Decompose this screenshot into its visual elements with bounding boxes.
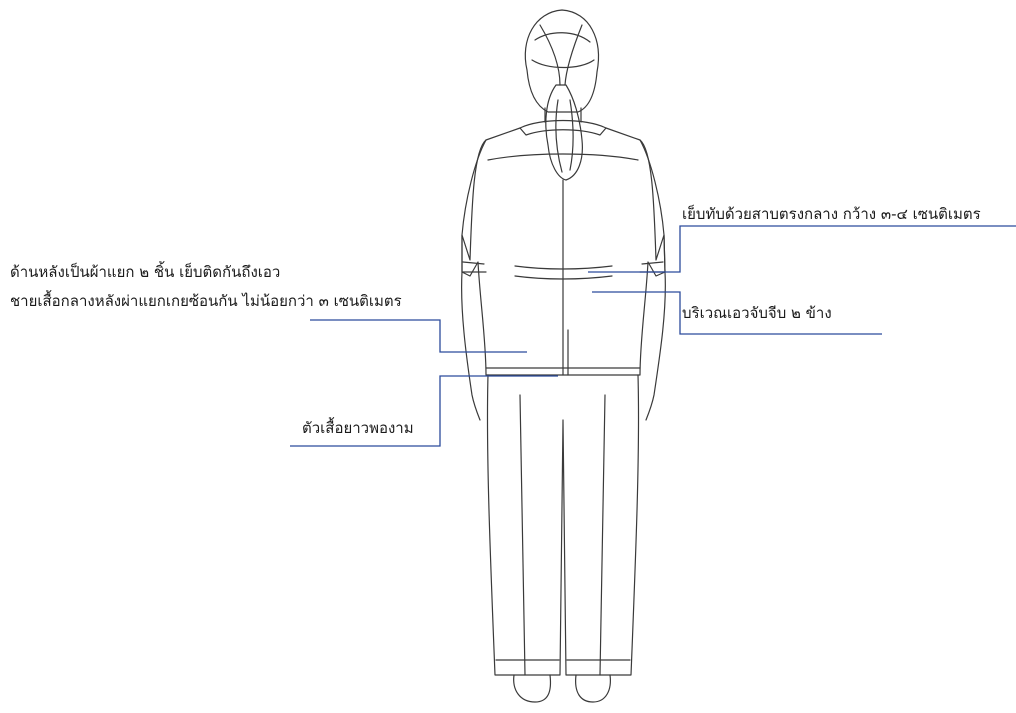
- leader-shirt-length: [290, 375, 558, 447]
- left-sleeve: [461, 139, 487, 273]
- annotation-back-panels-line1: ด้านหลังเป็นผ้าแยก ๒ ชิ้น เย็บติดกันถึงเ…: [10, 263, 281, 281]
- left-shoe: [513, 674, 552, 703]
- annotation-back-panels-line2: ชายเสื้อกลางหลังผ่าแยกเกยซ้อนกัน ไม่น้อย…: [10, 292, 402, 310]
- leader-back-panels: [310, 319, 527, 353]
- ponytail-strands: [555, 99, 574, 173]
- neck: [544, 107, 582, 123]
- center-seam: [562, 179, 569, 376]
- head: [524, 9, 599, 113]
- leader-lines: [290, 225, 1016, 447]
- right-arm: [645, 271, 666, 421]
- back-yoke: [487, 153, 639, 161]
- trousers: [486, 374, 640, 676]
- left-arm: [461, 271, 481, 421]
- right-shoe: [575, 674, 611, 703]
- leader-center-seam: [588, 225, 1016, 273]
- sleeve-hems: [462, 261, 664, 265]
- trouser-creases: [519, 394, 606, 676]
- ponytail: [545, 84, 583, 181]
- leader-waist-darts: [592, 291, 882, 335]
- hair-strands: [531, 24, 595, 86]
- annotation-waist-darts: บริเวณเอวจับจีบ ๒ ข้าง: [682, 304, 832, 322]
- right-sleeve: [639, 139, 666, 273]
- annotation-center-seam: เย็บทับด้วยสาบตรงกลาง กว้าง ๓-๔ เซนติเมต…: [682, 205, 981, 223]
- annotation-shirt-length: ตัวเสื้อยาวพองาม: [302, 419, 414, 437]
- collar: [519, 119, 607, 136]
